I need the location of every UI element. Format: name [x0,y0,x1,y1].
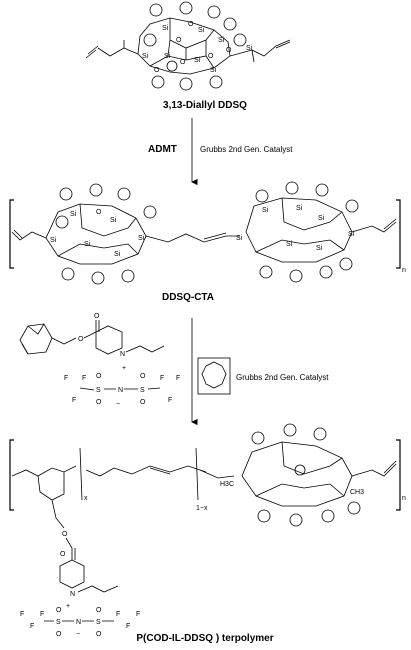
svg-text:Si: Si [50,237,57,244]
svg-text:Si: Si [142,53,149,60]
svg-text:O: O [140,373,146,380]
svg-text:Si: Si [296,205,303,212]
catalyst-label-1: Grubbs 2nd Gen. Catalyst [200,145,293,154]
svg-text:O: O [56,607,62,614]
svg-text:O: O [154,67,160,74]
svg-text:O: O [96,209,102,216]
product1-label: DDSQ-CTA [162,292,214,303]
terpolymer-structure: x 1−x H3C CH3 n O O N + FFF SOO N− SOO [9,423,406,638]
tfsi-n: N [118,387,123,394]
svg-text:Si: Si [262,207,269,214]
svg-text:F: F [82,375,86,382]
tfsi-s2: S [140,387,145,394]
svg-text:O: O [180,59,186,66]
svg-text:N: N [76,619,81,626]
ester-o: O [78,336,84,343]
svg-text:O: O [96,373,102,380]
svg-text:F: F [20,611,24,618]
svg-text:Si: Si [114,251,121,258]
cod-icon [201,361,227,389]
svg-text:Si: Si [246,45,253,52]
svg-text:Si: Si [348,231,355,238]
cation-charge: + [122,365,126,372]
svg-text:Si: Si [138,235,145,242]
svg-text:Si: Si [162,25,169,32]
il-monomer-structure: O O N + F F F S N − S F F F O O O O [19,313,180,408]
svg-text:n: n [402,267,406,274]
one-minus-x-subscript: 1−x [196,505,208,512]
svg-text:F: F [72,397,76,404]
cod-box [197,357,231,395]
svg-text:O: O [208,53,214,60]
methyl-left: H3C [220,481,234,488]
svg-text:F: F [126,623,130,630]
svg-text:F: F [40,611,44,618]
svg-text:O: O [188,21,194,28]
svg-text:F: F [168,397,172,404]
svg-text:O: O [62,531,68,538]
svg-text:S: S [56,619,61,626]
svg-text:O: O [226,47,232,54]
methyl-right: CH3 [350,489,364,496]
svg-text:Si: Si [210,67,217,74]
svg-text:F: F [160,375,164,382]
svg-text:Si: Si [286,241,293,248]
tfsi-s1: S [96,387,101,394]
svg-text:O: O [60,551,66,558]
svg-text:O: O [176,37,182,44]
svg-text:F: F [136,611,140,618]
svg-text:−: − [76,631,80,638]
svg-text:Si: Si [198,27,205,34]
svg-text:O: O [140,399,146,406]
svg-text:O: O [96,631,102,638]
svg-text:O: O [56,631,62,638]
svg-text:Si: Si [70,211,77,218]
n-subscript: n [402,495,406,502]
svg-text:+: + [66,603,70,610]
svg-text:O: O [96,399,102,406]
svg-text:Si: Si [218,37,225,44]
svg-text:Si: Si [84,241,91,248]
catalyst-label-2: Grubbs 2nd Gen. Catalyst [236,373,329,382]
svg-text:O: O [96,607,102,614]
svg-text:N: N [70,591,75,598]
reagent-admt: ADMT [148,144,177,155]
svg-text:F: F [116,611,120,618]
svg-text:F: F [30,623,34,630]
svg-text:S: S [96,619,101,626]
pyridinium-n: N [120,351,125,358]
carbonyl-o: O [94,313,100,320]
svg-text:Si: Si [194,57,201,64]
svg-text:F: F [176,375,180,382]
svg-text:Si: Si [110,217,117,224]
svg-text:Si: Si [318,215,325,222]
svg-text:Si: Si [236,235,243,242]
product2-label: P(COD-IL-DDSQ ) terpolymer [136,633,273,644]
x-subscript: x [84,495,88,502]
svg-text:F: F [64,375,68,382]
svg-text:Si: Si [164,53,171,60]
monomer-label: 3,13-Diallyl DDSQ [163,100,247,111]
svg-text:Si: Si [316,245,323,252]
anion-charge: − [116,401,120,408]
